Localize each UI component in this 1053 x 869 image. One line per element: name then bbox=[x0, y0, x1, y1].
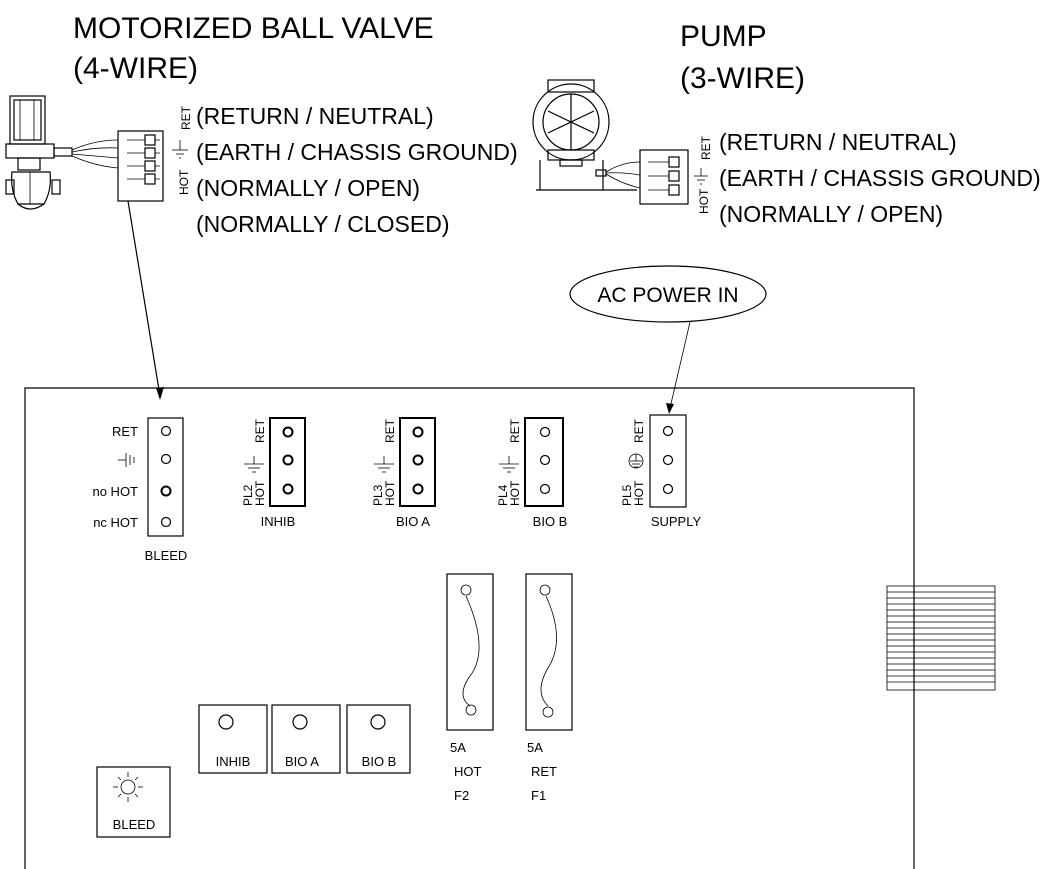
pl3-ground-icon bbox=[374, 456, 394, 473]
pl5-chassis-ground-icon bbox=[628, 453, 644, 469]
inhib-button[interactable]: INHIB bbox=[198, 704, 268, 774]
valve-wire-3: (NORMALLY / OPEN) bbox=[196, 175, 420, 201]
pl2-name: INHIB bbox=[261, 514, 296, 529]
pl3-ret-label: RET bbox=[383, 418, 397, 443]
pump-wire-1: (RETURN / NEUTRAL) bbox=[719, 129, 957, 155]
pump-icon bbox=[532, 79, 641, 191]
fuse-f1-line: RET bbox=[531, 764, 557, 779]
pl4-ground-icon bbox=[499, 456, 519, 473]
fuse-f2-line: HOT bbox=[454, 764, 482, 779]
bleed-ground-icon bbox=[118, 453, 135, 467]
bio-a-button-label: BIO A bbox=[285, 754, 319, 769]
bleed-no-hot-label: no HOT bbox=[92, 484, 138, 499]
pl2-hot-label: HOT bbox=[253, 480, 267, 506]
ac-power-callout: AC POWER IN bbox=[569, 265, 767, 414]
valve-wire-4: (NORMALLY / CLOSED) bbox=[196, 211, 449, 237]
bio-b-button[interactable]: BIO B bbox=[346, 704, 411, 774]
pump-ground-symbol-icon bbox=[694, 168, 708, 185]
pl5-hot-label: HOT bbox=[632, 480, 646, 506]
fuse-f1: 5A RET F1 bbox=[525, 573, 573, 803]
ac-power-label: AC POWER IN bbox=[597, 284, 738, 307]
heatsink-icon bbox=[886, 585, 996, 691]
pl4-connector: RET PL4 HOT BIO B bbox=[496, 417, 568, 529]
ball-valve-icon bbox=[5, 95, 119, 210]
pl3-connector: RET PL3 HOT BIO A bbox=[371, 417, 436, 529]
sun-indicator-icon bbox=[113, 772, 143, 802]
pump-wire-2: (EARTH / CHASSIS GROUND) bbox=[719, 165, 1041, 191]
pl5-ret-label: RET bbox=[632, 418, 646, 443]
pl5-label: PL5 bbox=[620, 484, 634, 506]
pump-title-line1: PUMP bbox=[680, 20, 767, 53]
bleed-ret-label: RET bbox=[112, 424, 138, 439]
bleed-button[interactable]: BLEED bbox=[96, 766, 171, 838]
fuse-f2-rating: 5A bbox=[450, 740, 466, 755]
pump-section: PUMP (3-WIRE) RET bbox=[532, 20, 1041, 227]
pl4-label: PL4 bbox=[496, 484, 510, 506]
control-board: RET no HOT nc HOT BLEED RET bbox=[24, 387, 996, 869]
pump-ret-label: RET bbox=[699, 135, 713, 160]
bio-b-button-label: BIO B bbox=[362, 754, 397, 769]
bleed-connector: RET no HOT nc HOT BLEED bbox=[92, 417, 188, 563]
valve-wire-2: (EARTH / CHASSIS GROUND) bbox=[196, 139, 518, 165]
valve-wire-1: (RETURN / NEUTRAL) bbox=[196, 103, 434, 129]
pl2-connector: RET PL2 HOT INHIB bbox=[241, 417, 306, 529]
pl3-name: BIO A bbox=[396, 514, 430, 529]
fuse-f1-rating: 5A bbox=[527, 740, 543, 755]
fuse-f1-id: F1 bbox=[531, 788, 546, 803]
ground-symbol-icon bbox=[172, 140, 188, 159]
valve-hot-label: HOT bbox=[177, 169, 191, 195]
pump-wire-3: (NORMALLY / OPEN) bbox=[719, 201, 943, 227]
bleed-nc-hot-label: nc HOT bbox=[93, 515, 138, 530]
pump-terminal-block bbox=[639, 149, 689, 205]
valve-terminal-block bbox=[117, 130, 164, 202]
inhib-button-label: INHIB bbox=[216, 754, 251, 769]
bleed-button-label: BLEED bbox=[113, 817, 156, 832]
bio-a-button[interactable]: BIO A bbox=[271, 704, 341, 774]
fuse-f2: 5A HOT F2 bbox=[446, 573, 494, 803]
pl4-hot-label: HOT bbox=[508, 480, 522, 506]
valve-title-line2: (4-WIRE) bbox=[73, 52, 198, 85]
pump-hot-label: HOT bbox=[697, 188, 711, 214]
fuse-f2-id: F2 bbox=[454, 788, 469, 803]
bleed-name: BLEED bbox=[145, 548, 188, 563]
pl3-hot-label: HOT bbox=[383, 480, 397, 506]
valve-ret-label: RET bbox=[179, 105, 193, 130]
pl2-ret-label: RET bbox=[253, 418, 267, 443]
valve-title-line1: MOTORIZED BALL VALVE bbox=[73, 12, 434, 45]
pump-title-line2: (3-WIRE) bbox=[680, 62, 805, 95]
valve-section: MOTORIZED BALL VALVE (4-WIRE) bbox=[5, 12, 518, 400]
pl3-label: PL3 bbox=[371, 484, 385, 506]
valve-to-bleed-arrow bbox=[127, 200, 164, 400]
pl4-ret-label: RET bbox=[508, 418, 522, 443]
pl5-connector: RET PL5 HOT SUPPLY bbox=[620, 414, 702, 529]
pl4-name: BIO B bbox=[533, 514, 568, 529]
pl2-ground-icon bbox=[244, 456, 264, 473]
pl2-label: PL2 bbox=[241, 484, 255, 506]
pl5-name: SUPPLY bbox=[651, 514, 702, 529]
